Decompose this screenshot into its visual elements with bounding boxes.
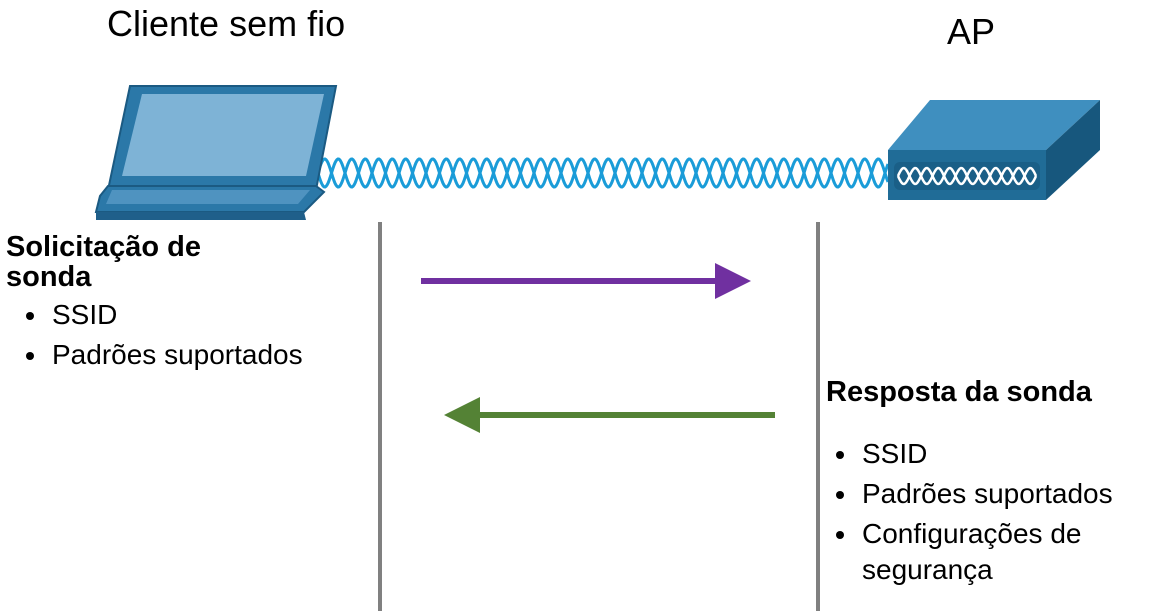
- ap-title: AP: [947, 11, 996, 52]
- wireless-wave-icon: [316, 157, 890, 189]
- probe-response-heading: Resposta da sonda: [826, 376, 1092, 408]
- list-item: SSID: [832, 434, 1172, 474]
- list-item: Padrões suportados: [832, 474, 1172, 514]
- list-item: Configurações de segurança: [832, 514, 1172, 588]
- client-title: Cliente sem fio: [107, 3, 346, 44]
- probe-request-heading: Solicitação de sonda: [6, 231, 202, 293]
- list-item: SSID: [22, 295, 303, 335]
- laptop-icon: [94, 85, 338, 220]
- probe-response-list: SSID Padrões suportados Configurações de…: [832, 434, 1172, 588]
- ap-signal-wave: [896, 166, 1038, 186]
- access-point-icon: [888, 100, 1100, 200]
- probe-request-list: SSID Padrões suportados: [22, 295, 303, 375]
- list-item: Padrões suportados: [22, 335, 303, 375]
